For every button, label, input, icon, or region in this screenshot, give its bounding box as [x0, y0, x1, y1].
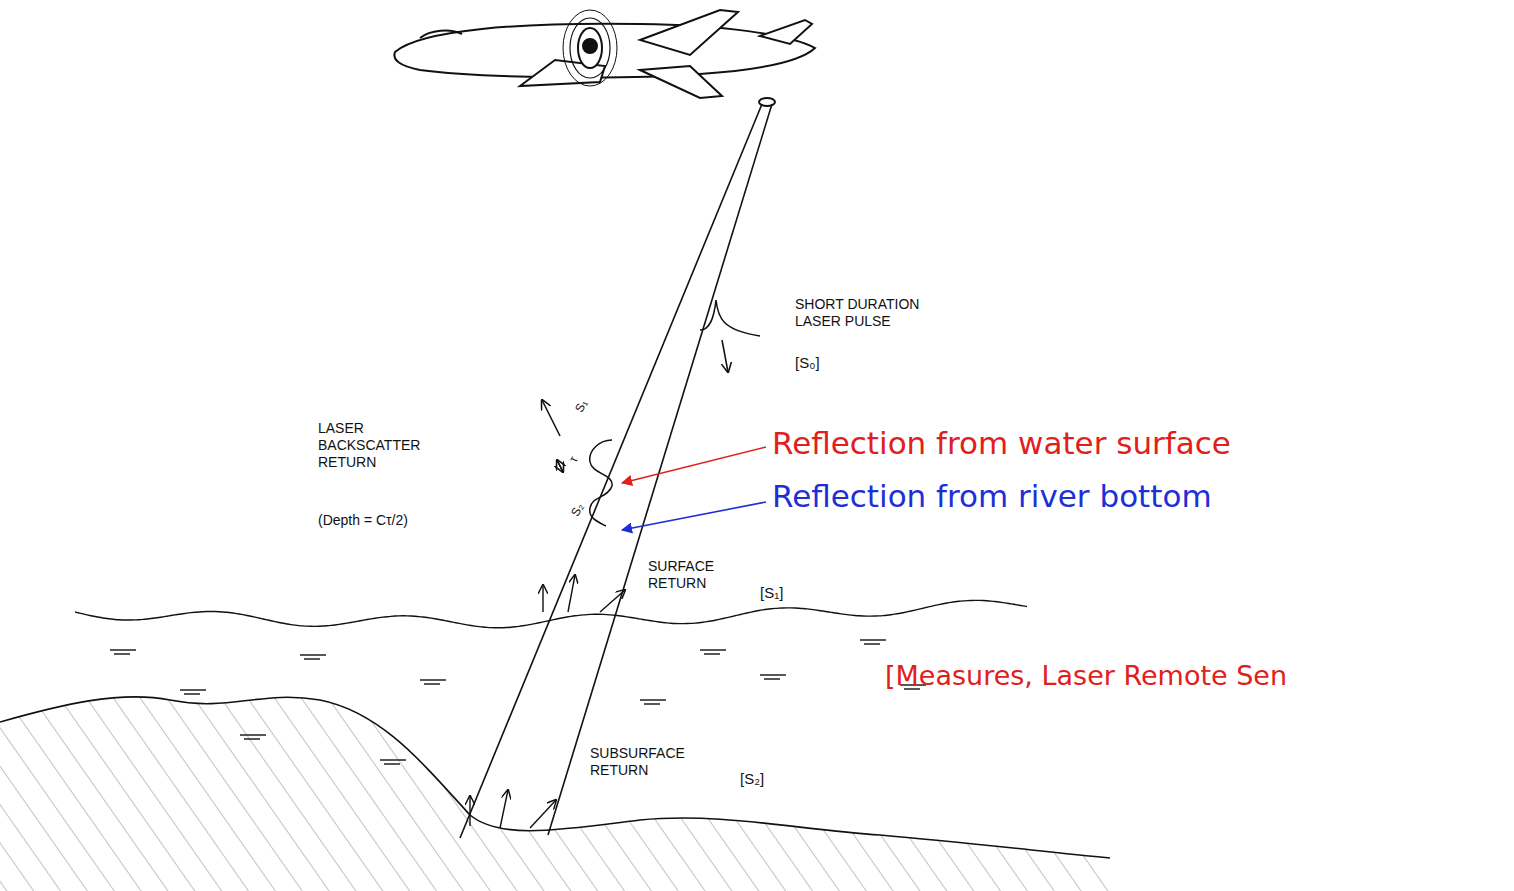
waveform-symbol: S₁ — [572, 397, 590, 414]
subsurface-return-label: SUBSURFACE RETURN — [590, 745, 705, 779]
surface-return-arrows — [543, 575, 625, 612]
surface-return-label: SURFACE RETURN — [648, 558, 748, 592]
waveform-symbol: τ — [566, 454, 581, 465]
signal-symbol: [S₁] — [760, 584, 783, 602]
laser-beam — [460, 104, 772, 838]
signal-symbol: [S₂] — [740, 770, 764, 788]
aircraft — [394, 10, 815, 106]
backscatter-label: LASER BACKSCATTER RETURN — [318, 420, 443, 470]
annotation-text: Reflection from river bottom — [772, 478, 1212, 515]
pulse-label: SHORT DURATION LASER PULSE — [795, 296, 955, 330]
citation: [Measures, Laser Remote Sen — [885, 660, 1287, 692]
subsurface-return-arrows — [470, 790, 556, 828]
waveform-symbol: S₂ — [568, 501, 587, 519]
river-bottom — [0, 690, 1110, 891]
laser-pulse — [700, 300, 760, 372]
signal-symbol: [S₀] — [795, 354, 820, 372]
backscatter-waveform — [542, 400, 612, 526]
red-leader — [622, 447, 766, 483]
annotation-text: Reflection from water surface — [772, 425, 1231, 462]
depth-formula: (Depth = Cτ/2) — [318, 512, 408, 529]
blue-leader — [622, 502, 766, 530]
